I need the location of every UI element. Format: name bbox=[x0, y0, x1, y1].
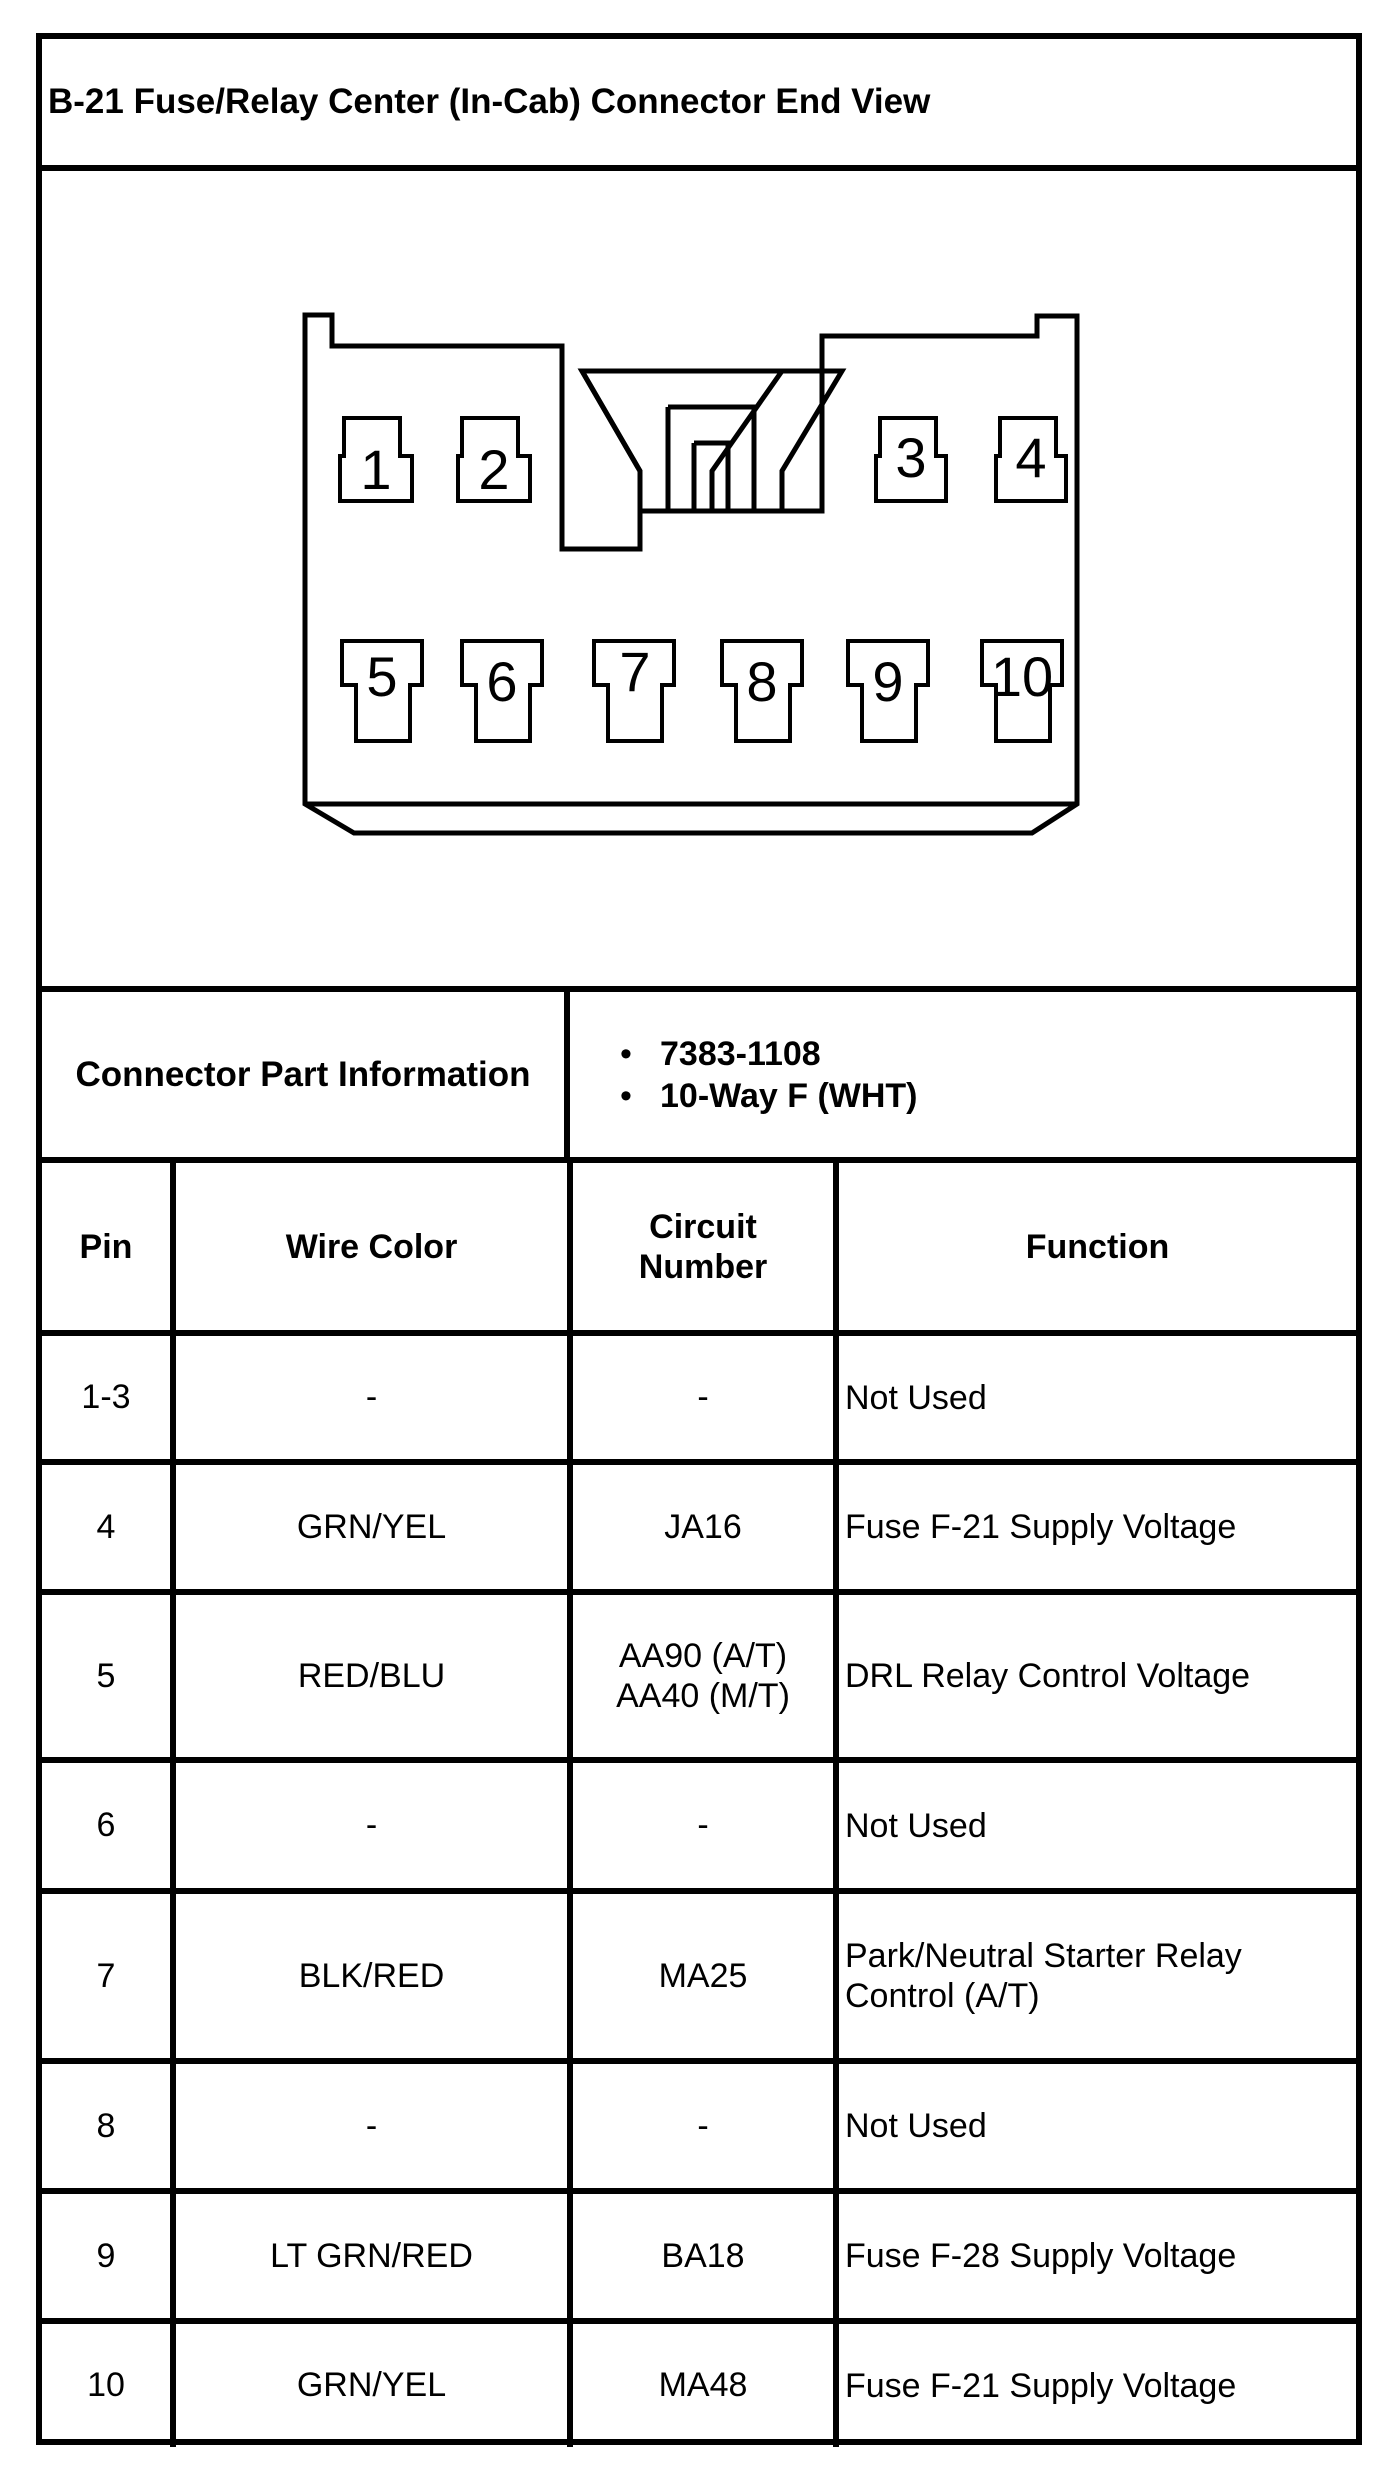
header-circuit-line2: Number bbox=[638, 1247, 768, 1286]
cell-pin: 8 bbox=[42, 2061, 176, 2194]
cavity-9 bbox=[846, 639, 930, 743]
table-row: 9 LT GRN/RED BA18 Fuse F-28 Supply Volta… bbox=[42, 2191, 1356, 2324]
cavity-10 bbox=[980, 639, 1064, 743]
header-function: Function bbox=[836, 1163, 1356, 1336]
cavity-7 bbox=[592, 639, 676, 743]
latch-slot bbox=[691, 440, 731, 511]
cell-pin: 7 bbox=[42, 1891, 176, 2064]
pin-label-7: 7 bbox=[619, 640, 650, 703]
pin-label-4: 4 bbox=[1015, 426, 1046, 489]
cell-wire-color: - bbox=[173, 2061, 573, 2194]
cell-circuit: MA48 bbox=[570, 2321, 839, 2447]
cell-function: DRL Relay Control Voltage bbox=[836, 1592, 1356, 1763]
latch-outline bbox=[577, 368, 847, 514]
cell-pin: 1-3 bbox=[42, 1333, 176, 1465]
cell-circuit: MA25 bbox=[570, 1891, 839, 2064]
cell-circuit: JA16 bbox=[570, 1462, 839, 1595]
cell-function: Not Used bbox=[836, 2061, 1356, 2194]
connector-end-view-drawing: 1 2 3 4 5 6 7 8 9 10 bbox=[302, 312, 1080, 836]
cavity-1 bbox=[338, 416, 414, 503]
table-row: 5 RED/BLU AA90 (A/T) AA40 (M/T) DRL Rela… bbox=[42, 1592, 1356, 1763]
cell-pin: 4 bbox=[42, 1462, 176, 1595]
table-row: 7 BLK/RED MA25 Park/Neutral Starter Rela… bbox=[42, 1891, 1356, 2064]
cell-circuit: AA90 (A/T) AA40 (M/T) bbox=[570, 1592, 839, 1763]
page-title: B-21 Fuse/Relay Center (In-Cab) Connecto… bbox=[42, 39, 1356, 171]
pin-label-2: 2 bbox=[478, 438, 509, 501]
cavity-3 bbox=[874, 416, 948, 503]
cavity-2 bbox=[456, 416, 532, 503]
function-line2: Control (A/T) bbox=[845, 1977, 1040, 2015]
cell-circuit: - bbox=[570, 1760, 839, 1894]
housing-outline bbox=[302, 312, 1080, 836]
pin-label-9: 9 bbox=[872, 650, 903, 713]
cell-circuit: BA18 bbox=[570, 2191, 839, 2324]
header-circuit-number: Circuit Number bbox=[570, 1163, 839, 1336]
cell-wire-color: LT GRN/RED bbox=[173, 2191, 573, 2324]
pin-label-10: 10 bbox=[991, 645, 1053, 708]
cavity-6 bbox=[460, 639, 544, 743]
cavity-5 bbox=[340, 639, 424, 743]
circuit-line2: AA40 (M/T) bbox=[616, 1677, 790, 1715]
cell-pin: 5 bbox=[42, 1592, 176, 1763]
connector-description: 10-Way F (WHT) bbox=[620, 1075, 1356, 1117]
header-circuit-line1: Circuit bbox=[649, 1207, 757, 1246]
table-row: 10 GRN/YEL MA48 Fuse F-21 Supply Voltage bbox=[42, 2321, 1356, 2447]
latch-inner bbox=[665, 404, 757, 511]
top-row-cavities bbox=[338, 416, 1068, 503]
cell-function: Fuse F-21 Supply Voltage bbox=[836, 1462, 1356, 1595]
pin-label-6: 6 bbox=[486, 650, 517, 713]
circuit-line1: AA90 (A/T) bbox=[618, 1637, 788, 1675]
connector-diagram: 1 2 3 4 5 6 7 8 9 10 bbox=[42, 171, 1356, 992]
cell-function: Fuse F-21 Supply Voltage bbox=[845, 2366, 1237, 2405]
cell-wire-color: GRN/YEL bbox=[173, 2321, 573, 2447]
table-row: 1-3 - - Not Used bbox=[42, 1333, 1356, 1465]
pin-label-1: 1 bbox=[360, 438, 391, 501]
connector-part-info: Connector Part Information 7383-1108 10-… bbox=[42, 992, 1356, 1163]
cell-wire-color: - bbox=[173, 1333, 573, 1465]
cell-function: Fuse F-28 Supply Voltage bbox=[836, 2191, 1356, 2324]
pin-label-5: 5 bbox=[366, 645, 397, 708]
cell-pin: 10 bbox=[42, 2321, 176, 2447]
table-header-row: Pin Wire Color Circuit Number Function bbox=[42, 1163, 1356, 1336]
cell-wire-color: - bbox=[173, 1760, 573, 1894]
bottom-row-cavities bbox=[340, 639, 1064, 743]
cell-wire-color: BLK/RED bbox=[173, 1891, 573, 2064]
header-wire-color: Wire Color bbox=[173, 1163, 573, 1336]
cavity-8 bbox=[720, 639, 804, 743]
function-line1: Park/Neutral Starter Relay bbox=[845, 1937, 1242, 1975]
table-row: 4 GRN/YEL JA16 Fuse F-21 Supply Voltage bbox=[42, 1462, 1356, 1595]
cell-circuit: - bbox=[570, 1333, 839, 1465]
cell-function: Not Used bbox=[836, 1760, 1356, 1894]
cell-wire-color: RED/BLU bbox=[173, 1592, 573, 1763]
pinout-table: Pin Wire Color Circuit Number Function 1… bbox=[42, 1163, 1356, 2447]
cell-circuit: - bbox=[570, 2061, 839, 2194]
pin-label-3: 3 bbox=[895, 426, 926, 489]
part-number: 7383-1108 bbox=[620, 1033, 1356, 1075]
part-info-values: 7383-1108 10-Way F (WHT) bbox=[570, 992, 1356, 1157]
part-info-label: Connector Part Information bbox=[42, 992, 570, 1157]
cell-pin: 9 bbox=[42, 2191, 176, 2324]
cell-function: Not Used bbox=[836, 1333, 1356, 1465]
pin-label-8: 8 bbox=[746, 650, 777, 713]
header-pin: Pin bbox=[42, 1163, 176, 1336]
table-row: 6 - - Not Used bbox=[42, 1760, 1356, 1894]
cell-function: Park/Neutral Starter Relay Control (A/T) bbox=[836, 1891, 1356, 2064]
cavity-4 bbox=[994, 416, 1068, 503]
table-row: 8 - - Not Used bbox=[42, 2061, 1356, 2194]
connector-sheet: B-21 Fuse/Relay Center (In-Cab) Connecto… bbox=[36, 33, 1362, 2447]
cell-wire-color: GRN/YEL bbox=[173, 1462, 573, 1595]
cell-pin: 6 bbox=[42, 1760, 176, 1894]
